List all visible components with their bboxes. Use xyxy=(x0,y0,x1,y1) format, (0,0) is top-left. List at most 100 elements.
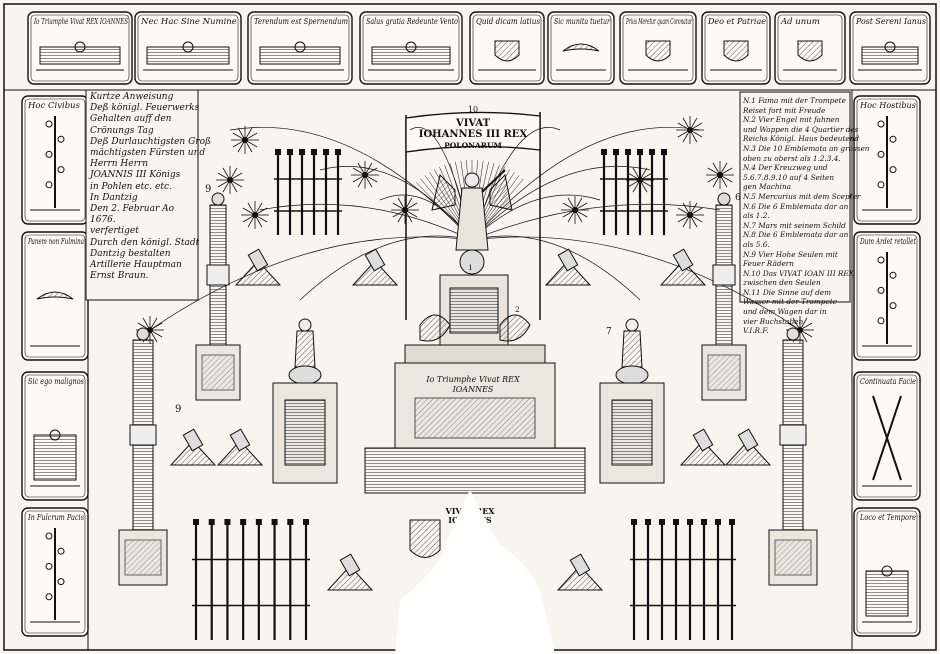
top-emblem-4: Salus gratia Redeunte Vento xyxy=(359,11,463,85)
top-emblem-1: Io Triumphe Vivat REX IOANNES xyxy=(27,11,133,85)
eagle-emblem-icon xyxy=(30,291,80,347)
right-legend-line: N.4 Der Kreuzweg und xyxy=(743,163,828,173)
right-legend-line: N.9 Vier Hohe Seulen mit xyxy=(743,249,838,259)
left-emblem-1-caption: Hoc Civibus xyxy=(27,101,81,111)
left-emblem-2-caption: Panem non Fulmina xyxy=(27,237,84,247)
right-legend-line: V.I.R.F. xyxy=(743,326,769,336)
right-legend-line: oben zu oberst als 1.2.3.4. xyxy=(743,153,841,163)
left-text-frame xyxy=(85,89,199,301)
mortar-cannon xyxy=(169,428,217,466)
banner-number: 10 xyxy=(468,105,478,114)
crowned-wreath-icon xyxy=(628,40,688,71)
mortar-cannon xyxy=(556,553,604,591)
right-legend-line: N.2 Vier Engel mit fahnen xyxy=(743,115,840,125)
top-emblem-2-caption: Nec Hac Sine Numine xyxy=(140,17,237,27)
firework-burst xyxy=(351,161,379,189)
right-emblem-1-caption: Hoc Hostibus xyxy=(859,101,917,111)
top-emblem-10: Post Sereni Ianus xyxy=(849,11,931,85)
banner-line-vivat: VIVAT xyxy=(455,118,491,129)
right-legend-line: N.6 Die 6 Emblemata dar an xyxy=(743,201,849,211)
chariot-banner-line2: IOANNES xyxy=(452,385,494,394)
tree-emblem-icon xyxy=(30,116,80,211)
left-emblem-1: Hoc Civibus xyxy=(21,95,89,225)
left-description-line: Gehalten auff den xyxy=(90,114,172,125)
top-emblem-7-caption: Prius Meretur quam Coronatur xyxy=(626,17,693,27)
statue-pedestal xyxy=(272,318,338,484)
top-emblem-9-caption: Ad unum xyxy=(780,17,820,27)
right-legend-line: Wasser mit der Trompete xyxy=(743,297,838,307)
arms-emblem-icon xyxy=(783,40,837,71)
firework-burst xyxy=(676,116,704,144)
left-description-line: Herrn Herrn xyxy=(90,159,149,170)
left-description-line: 1676. xyxy=(90,215,116,226)
triumph-chariot-icon xyxy=(36,41,124,71)
left-emblem-3-caption: Sic ego malignos xyxy=(28,377,84,387)
right-legend-line: 5.6.7.8.9.10 auf 4 Seiten xyxy=(743,172,835,182)
right-emblem-4-caption: Loco et Tempore xyxy=(859,513,916,523)
vivat-banner: 10 VIVAT IOHANNES III REX POLONARUM xyxy=(405,105,541,320)
shield-crest-icon xyxy=(478,40,536,71)
right-legend-line: Feuer Rädern xyxy=(743,259,794,269)
right-legend-line: und Wappen die 4 Quartier des xyxy=(743,124,859,134)
torn-paper-area xyxy=(395,490,555,654)
number-label-1: 1 xyxy=(468,263,473,272)
fire-ray xyxy=(471,235,641,301)
right-text-frame xyxy=(739,91,851,303)
mortar-cannon xyxy=(216,428,264,466)
fire-ray xyxy=(471,203,721,241)
fire-columns xyxy=(118,192,818,586)
torch-emblem-icon xyxy=(862,252,912,347)
number-label-7: 7 xyxy=(606,327,612,337)
mortar-cannon xyxy=(326,553,374,591)
fire-ray xyxy=(299,235,473,301)
top-emblem-3: Terendum est Spernendum xyxy=(247,11,353,85)
hercules-emblem-icon xyxy=(30,429,80,487)
banner-line-king: IOHANNES III REX xyxy=(419,129,528,140)
left-description-line: Den 2. Februar Ao xyxy=(90,204,175,215)
right-emblem-3: Continuata Facie xyxy=(853,371,921,501)
altar-emblem-icon xyxy=(710,40,762,71)
right-emblem-3-caption: Continuata Facie xyxy=(860,377,916,387)
top-emblem-10-caption: Post Sereni Ianus xyxy=(855,17,927,27)
left-description-line: mächtigsten Fürsten und xyxy=(90,148,206,159)
mortar-cannon xyxy=(724,428,772,466)
left-description-line: Kurtze Anweisung xyxy=(90,92,174,102)
mortar-cannon xyxy=(659,248,707,286)
left-description-line: Artillerie Hauptman xyxy=(90,260,182,271)
mortar-cannon xyxy=(679,428,727,466)
left-emblem-4: In Fulcrum Pacis xyxy=(21,507,89,637)
right-legend-line: und dem Wagen dar in xyxy=(743,307,827,317)
right-legend-line: N.3 Die 10 Emblemata an grossen xyxy=(743,143,870,153)
right-legend-line: zwischen den Seulen xyxy=(743,278,821,288)
ground-scene-icon xyxy=(256,41,344,71)
right-legend-line: Reichs Königl. Haus bedeutend xyxy=(743,134,860,144)
firework-burst xyxy=(231,126,259,154)
right-legend-line: Reiset fort mit Freude xyxy=(743,105,826,115)
mortar-cannon xyxy=(544,248,592,286)
right-emblem-2-caption: Dum Ardet retollet xyxy=(859,237,916,247)
left-description-line: Crönungs Tag xyxy=(90,125,154,136)
chariot-banner-line1: Io Triumphe Vivat REX xyxy=(425,375,520,384)
top-emblem-8: Deo et Patriae xyxy=(701,11,771,85)
left-description-line: Ernst Braun. xyxy=(90,271,149,282)
firework-burst xyxy=(216,166,244,194)
left-description-line: Durch den königl. Stadt xyxy=(90,237,200,248)
left-description-line: Deß königl. Feuerwerks xyxy=(90,103,200,114)
crossed-torches-icon xyxy=(862,395,912,487)
top-emblem-7: Prius Meretur quam Coronatur xyxy=(619,11,697,85)
fire-ray xyxy=(471,194,601,241)
right-legend-line: N.10 Das VIVAT IOAN III REX xyxy=(743,268,854,278)
left-emblem-2: Panem non Fulmina xyxy=(21,231,89,361)
left-description-line: In Dantzig xyxy=(90,192,138,203)
firework-burst xyxy=(676,201,704,229)
left-emblem-3: Sic ego malignos xyxy=(21,371,89,501)
column-emblem-icon xyxy=(30,528,80,623)
number-label-9-top: 9 xyxy=(205,184,211,195)
left-description-line: verfertiget xyxy=(90,226,139,237)
number-label-6: 6 xyxy=(735,193,741,203)
firework-burst xyxy=(241,201,269,229)
right-legend-line: N.11 Die Sinne auf dem xyxy=(743,287,832,297)
